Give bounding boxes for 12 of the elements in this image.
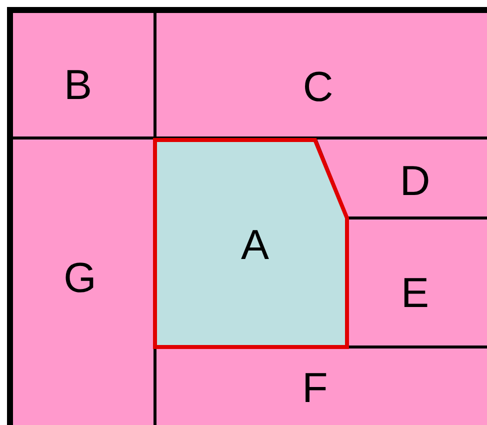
region-label: G	[64, 257, 96, 299]
region-label: E	[401, 272, 429, 314]
map-region	[155, 140, 347, 347]
map-region	[155, 347, 487, 425]
map-region	[10, 10, 155, 138]
map-region	[10, 138, 155, 425]
map-region	[347, 218, 487, 347]
region-label: A	[241, 224, 269, 266]
region-label: C	[302, 66, 334, 108]
region-label: F	[302, 367, 328, 409]
region-label: D	[400, 160, 430, 202]
region-label: B	[64, 64, 92, 106]
